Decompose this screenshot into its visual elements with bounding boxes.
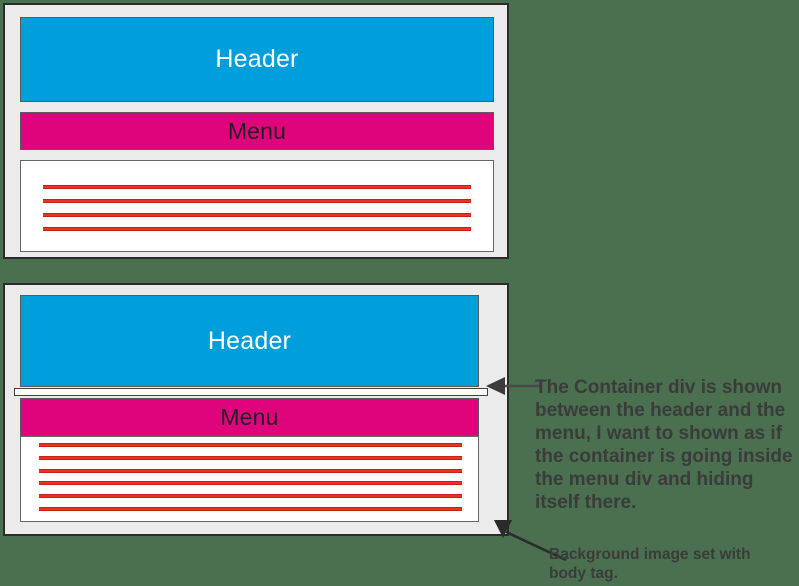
text-line [39,468,462,473]
text-line-group [39,443,462,511]
header-block: Header [20,295,479,387]
text-line [43,185,471,189]
arrow-head-left-icon [486,377,505,395]
header-label: Header [215,45,299,73]
container-note-text: The Container div is shown between the h… [535,377,793,513]
header-label: Header [207,326,292,355]
menu-label: Menu [227,117,287,144]
menu-block: Menu [20,112,494,150]
text-line [39,481,462,486]
container-div-strip [14,388,488,396]
text-line-group [43,185,471,231]
container-note-leader-line [486,377,542,395]
header-block: Header [20,17,494,102]
text-line [43,227,471,231]
text-line [43,199,471,203]
text-line [39,506,462,511]
text-line [39,455,462,460]
content-block [20,436,479,522]
menu-block: Menu [20,398,479,436]
text-line [39,494,462,499]
menu-label: Menu [220,403,279,430]
text-line [39,443,462,447]
arrow-head-down-icon [494,520,512,538]
diagram-panel-current: Header Menu [3,3,509,259]
background-note-leader-line [494,520,567,562]
content-block [20,160,494,252]
text-line [43,213,471,217]
background-note-text: Background image set with body tag. [549,546,751,582]
diagram-panel-desired: Header Menu [3,283,509,536]
